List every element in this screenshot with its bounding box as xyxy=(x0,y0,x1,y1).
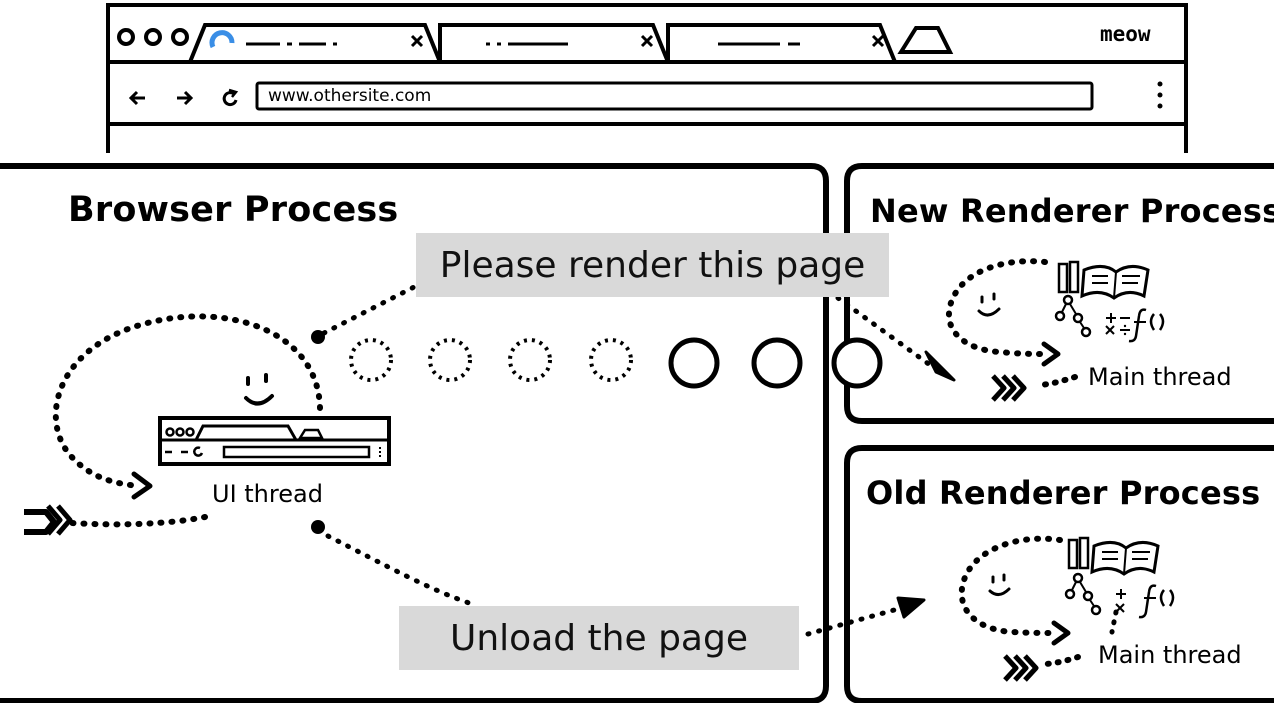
menu-icon[interactable] xyxy=(1157,81,1163,109)
render-request-arrow xyxy=(835,295,933,368)
smiley-face-icon xyxy=(988,573,1011,596)
rendering-tools-icon xyxy=(1054,260,1165,343)
old-renderer-thread-loop-icon xyxy=(958,535,1119,667)
render-request-message: Please render this page xyxy=(416,233,889,297)
new-renderer-main-thread-label: Main thread xyxy=(1088,363,1232,391)
app-name: meow xyxy=(1100,22,1151,46)
tab-3[interactable] xyxy=(666,23,897,63)
tab-2[interactable] xyxy=(438,23,670,63)
progress-step-pending xyxy=(508,338,552,382)
close-icon[interactable] xyxy=(410,34,424,48)
old-renderer-process-box xyxy=(844,445,1274,703)
unload-message-origin-dot xyxy=(311,520,325,534)
address-bar-frame[interactable] xyxy=(255,81,1094,111)
progress-step-pending xyxy=(428,338,472,382)
close-icon[interactable] xyxy=(871,34,885,48)
smiley-face-icon xyxy=(244,373,274,406)
progress-step-pending xyxy=(589,338,633,382)
browser-window xyxy=(106,3,1188,153)
browser-frame xyxy=(106,3,1188,153)
unload-request-arrow xyxy=(805,604,908,637)
window-control-dot[interactable] xyxy=(117,28,135,46)
progress-step-done xyxy=(751,337,803,389)
reload-icon[interactable] xyxy=(222,88,239,107)
loop-arrowhead xyxy=(131,471,153,500)
render-arrowhead xyxy=(924,350,956,382)
unload-arrowhead xyxy=(896,596,926,619)
mini-browser-icon xyxy=(158,416,391,466)
tab-1[interactable] xyxy=(188,23,442,63)
window-control-dot[interactable] xyxy=(171,28,189,46)
progress-step-done xyxy=(831,337,883,389)
forward-arrow-icon[interactable] xyxy=(177,90,194,106)
old-renderer-main-thread-label: Main thread xyxy=(1098,641,1242,669)
chevrons-icon xyxy=(1003,654,1039,682)
chevrons-icon xyxy=(24,504,73,536)
address-bar-url[interactable]: www.othersite.com xyxy=(268,86,432,106)
render-message-origin-dot xyxy=(311,330,325,344)
close-icon[interactable] xyxy=(640,34,654,48)
unload-request-message: Unload the page xyxy=(399,606,799,670)
old-renderer-process-title: Old Renderer Process xyxy=(866,474,1261,512)
ui-thread-label: UI thread xyxy=(212,480,323,508)
chevrons-icon xyxy=(991,374,1027,402)
window-control-dot[interactable] xyxy=(144,28,162,46)
new-renderer-process-title: New Renderer Process xyxy=(870,192,1274,230)
ui-thread-loop-icon xyxy=(52,313,323,528)
loading-spinner-icon xyxy=(209,30,235,49)
window-controls[interactable] xyxy=(117,28,189,46)
rendering-tools-icon xyxy=(1064,536,1175,619)
progress-step-done xyxy=(668,337,720,389)
back-arrow-icon[interactable] xyxy=(128,90,145,106)
unload-request-connector xyxy=(325,533,475,607)
smiley-face-icon xyxy=(977,292,1001,317)
new-renderer-thread-loop-icon xyxy=(946,258,1078,388)
browser-process-title: Browser Process xyxy=(68,190,399,230)
new-tab-button[interactable] xyxy=(897,26,954,54)
progress-step-pending xyxy=(349,338,393,382)
render-request-connector xyxy=(321,282,421,336)
navigation-progress xyxy=(349,337,883,389)
browser-process-box xyxy=(0,163,829,703)
